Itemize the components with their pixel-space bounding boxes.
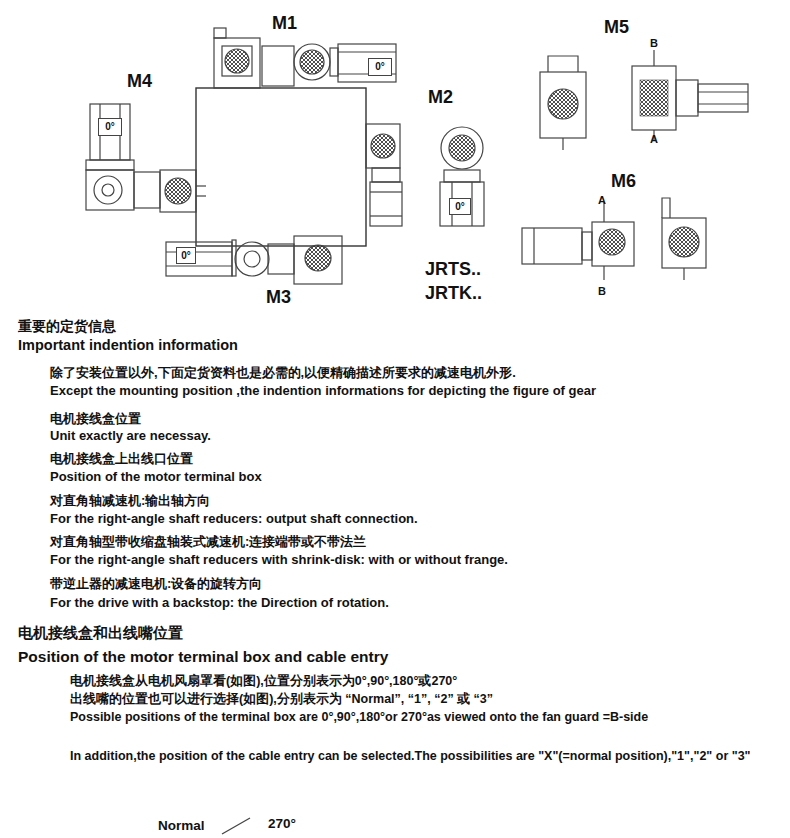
position-label: Normal	[158, 817, 205, 835]
view-label: M6	[611, 170, 636, 193]
body-text: In addition,the position of the cable en…	[70, 748, 760, 764]
section-heading: 重要的定货信息	[18, 318, 116, 336]
side-letter: A	[598, 193, 606, 207]
side-letter: B	[598, 284, 606, 298]
body-text: 电机接线盒从电机风扇罩看(如图),位置分别表示为0°,90°,180°或270°	[70, 673, 457, 689]
angle-value: 0°	[105, 122, 115, 132]
body-text: Possible positions of the terminal box a…	[70, 709, 760, 725]
angle-value: 0°	[181, 251, 191, 261]
terminal-box: 0°	[98, 118, 122, 136]
item-heading: 对直角轴型带收缩盘轴装式减速机:连接端带或不带法兰	[50, 534, 366, 551]
side-letter: B	[650, 36, 658, 50]
series-name: JRTK..	[425, 282, 482, 305]
body-text: Except the mounting position ,the indent…	[50, 383, 596, 400]
view-label: M2	[428, 86, 453, 109]
terminal-box: 0°	[449, 198, 471, 215]
section-heading: Position of the motor terminal box and c…	[18, 647, 388, 667]
section-heading: 电机接线盒和出线嘴位置	[18, 624, 183, 643]
side-letter: A	[650, 132, 658, 146]
item-heading: 对直角轴减速机:输出轴方向	[50, 493, 210, 510]
body-text: For the right-angle shaft reducers: outp…	[50, 511, 418, 528]
body-text: 除了安装位置以外,下面定货资料也是必需的,以便精确描述所要求的减速电机外形.	[50, 365, 516, 382]
view-label: M4	[127, 70, 152, 93]
angle-value: 0°	[455, 202, 465, 212]
body-text: For the drive with a backstop: the Direc…	[50, 595, 389, 612]
item-heading: 带逆止器的减速电机:设备的旋转方向	[50, 576, 262, 593]
position-label: 270°	[268, 815, 296, 833]
view-label: M3	[266, 286, 291, 309]
terminal-box: 0°	[176, 247, 196, 264]
view-label: M5	[604, 16, 629, 39]
angle-value: 0°	[375, 62, 385, 72]
item-heading: 电机接线盒位置	[50, 411, 141, 428]
body-text: For the right-angle shaft reducers with …	[50, 552, 508, 569]
section-heading: Important indention information	[18, 336, 238, 355]
body-text: Position of the motor terminal box	[50, 469, 262, 486]
series-name: JRTS..	[425, 258, 481, 281]
body-text: Unit exactly are necessay.	[50, 428, 211, 445]
item-heading: 电机接线盒上出线口位置	[50, 451, 193, 468]
view-label: M1	[272, 12, 297, 35]
body-text: 出线嘴的位置也可以进行选择(如图),分别表示为 “Normal”, “1”, “…	[70, 691, 493, 707]
terminal-box: 0°	[368, 58, 392, 76]
